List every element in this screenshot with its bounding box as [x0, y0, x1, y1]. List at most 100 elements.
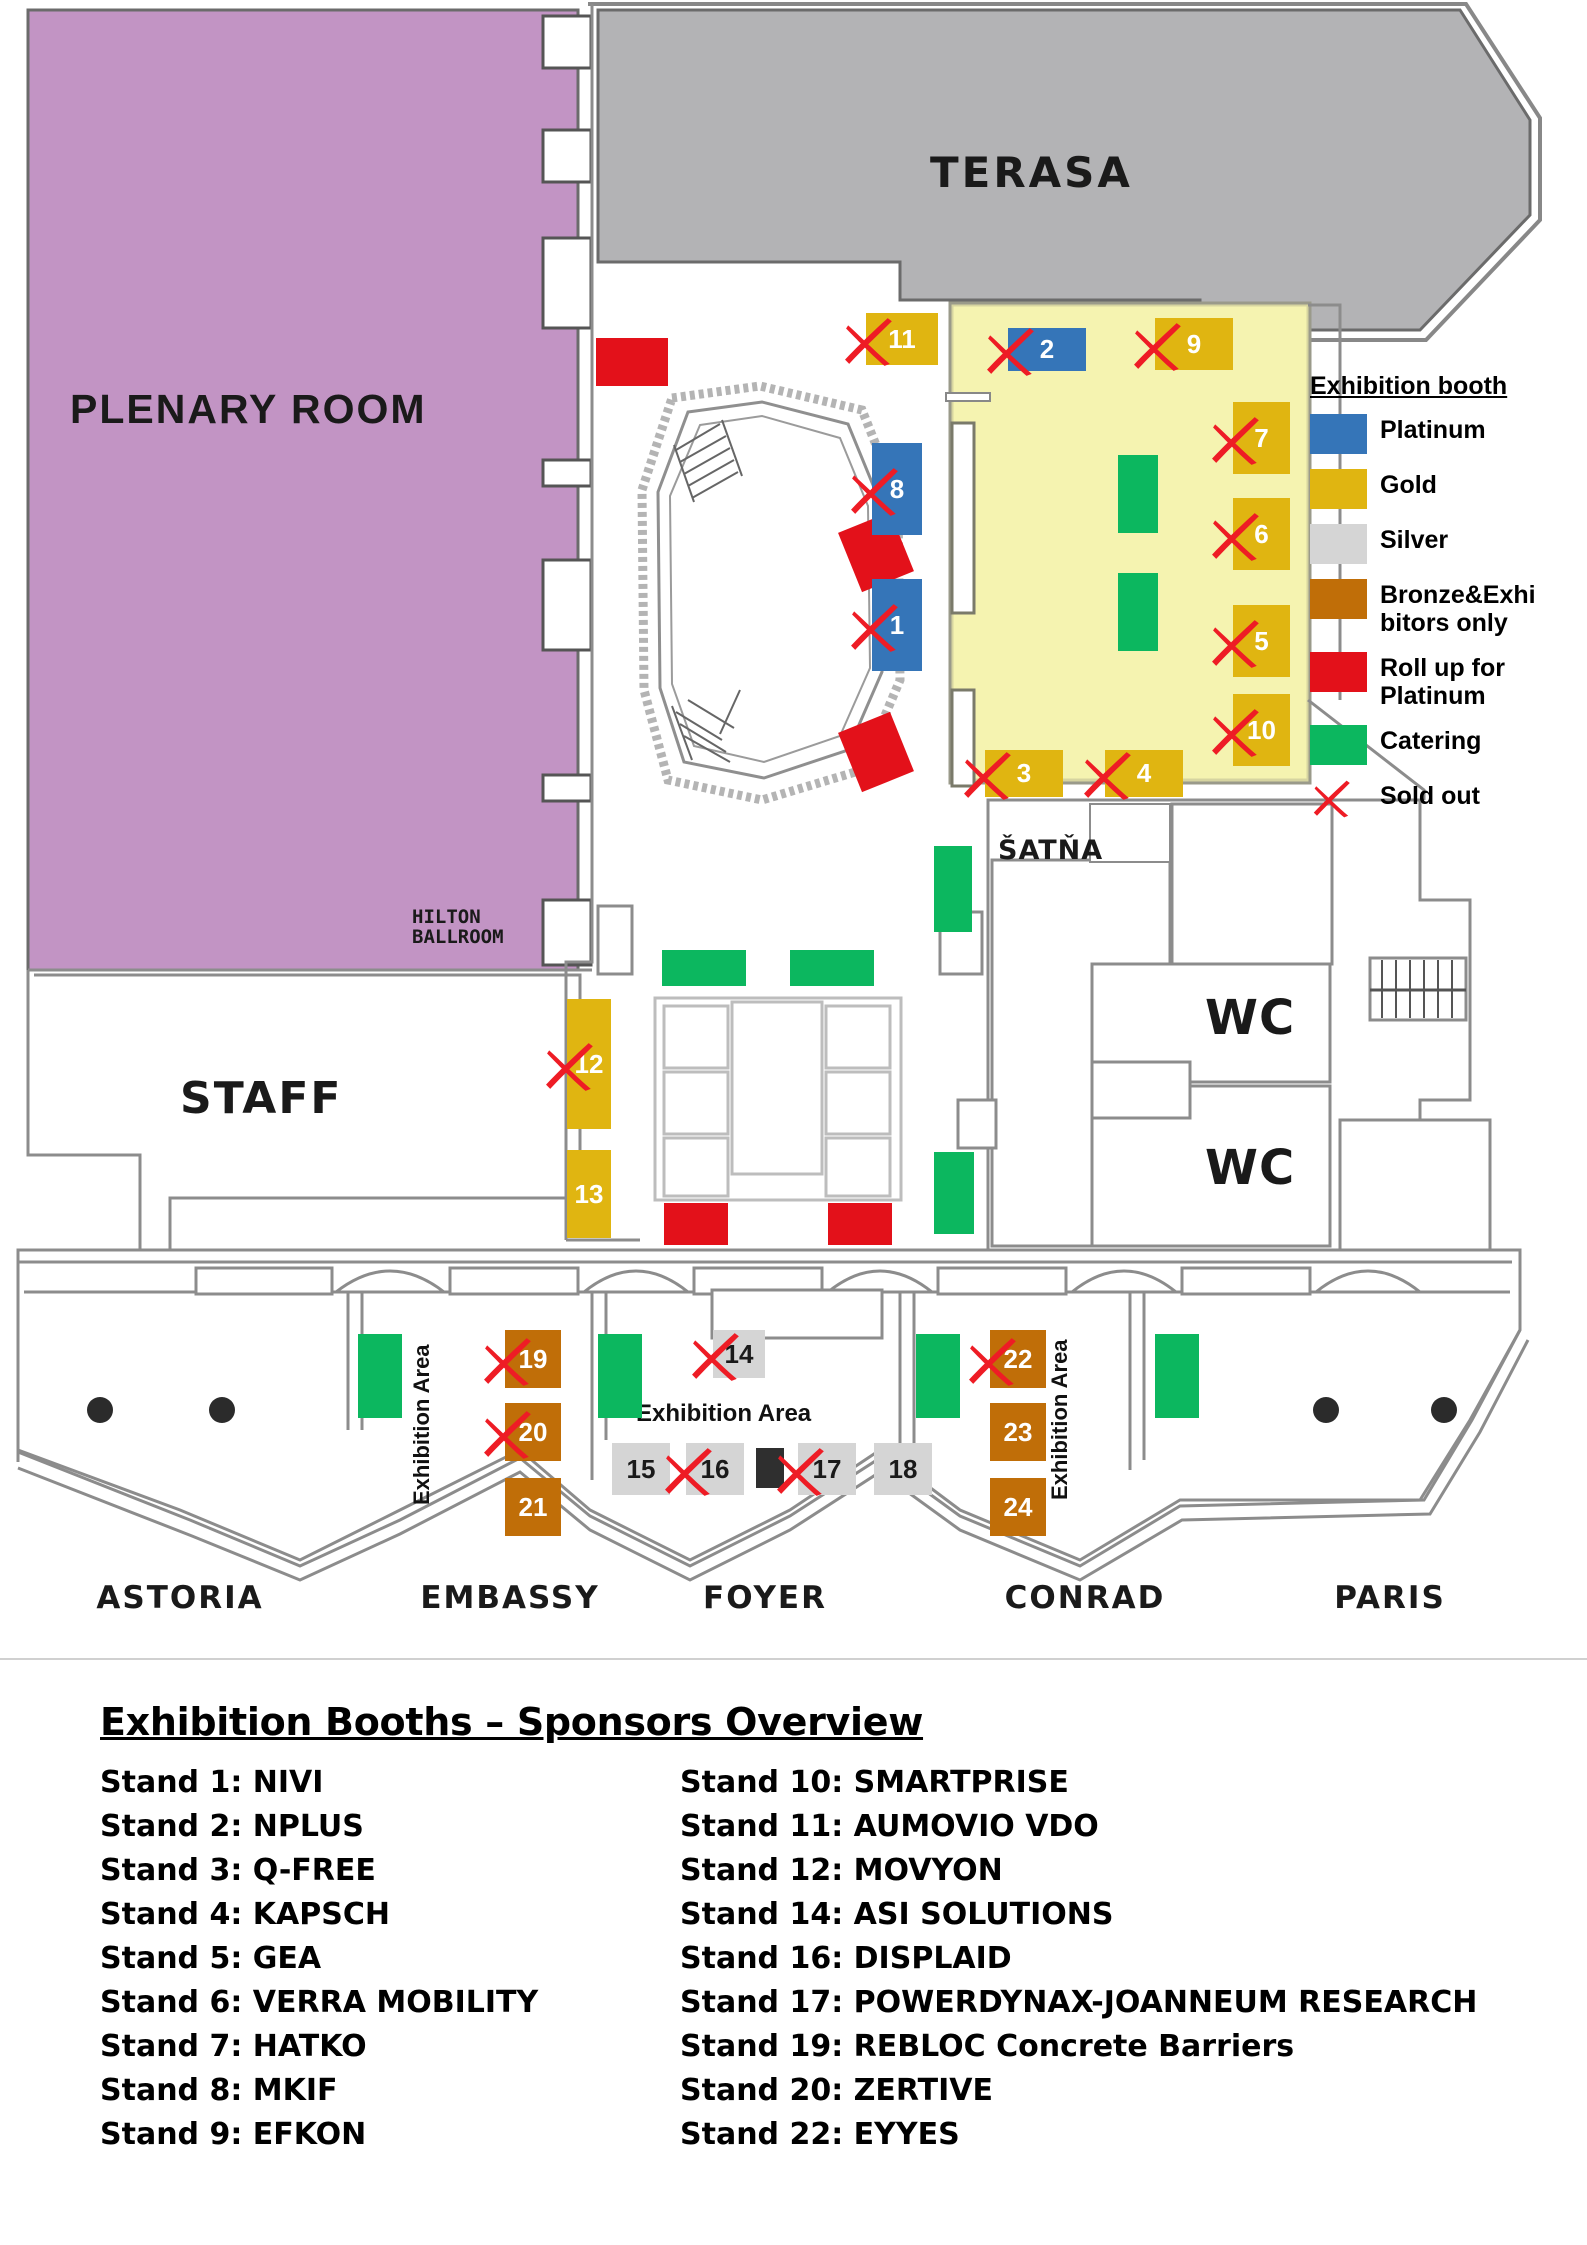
catering-block [934, 846, 972, 932]
sponsor-left-item: Stand 5: GEA [100, 1941, 322, 1976]
sponsor-right-item: Stand 17: POWERDYNAX-JOANNEUM RESEARCH [680, 1985, 1478, 2020]
sponsor-right-item: Stand 10: SMARTPRISE [680, 1765, 1069, 1800]
booth-22[interactable]: 22 [990, 1330, 1046, 1388]
legend-item-label: Catering [1380, 727, 1482, 755]
booth-16[interactable]: 16 [686, 1443, 744, 1495]
legend-item-label: Sold out [1380, 782, 1480, 810]
plenary-room-label: PLENARY ROOM [70, 386, 427, 432]
legend-color-swatch [1310, 579, 1367, 619]
column-markers [87, 1397, 1457, 1423]
booth-number-label: 14 [724, 1338, 754, 1369]
sponsor-right-item: Stand 14: ASI SOLUTIONS [680, 1897, 1114, 1932]
legend-color-swatch [1310, 652, 1367, 692]
terasa-shape [588, 2, 1542, 342]
booth-number-label: 6 [1254, 518, 1269, 549]
booth-20[interactable]: 20 [505, 1403, 561, 1461]
booth-3[interactable]: 3 [985, 750, 1063, 797]
booth-number-label: 12 [574, 1048, 604, 1079]
booth-1[interactable]: 1 [872, 579, 922, 671]
booth-number-label: 15 [626, 1453, 656, 1484]
booth-number-label: 2 [1039, 334, 1055, 364]
sponsors-overview-section: Exhibition Booths – Sponsors Overview St… [0, 1665, 1587, 2245]
booth-number-label: 10 [1247, 714, 1276, 745]
legend-item-sold-out: Sold out [1310, 779, 1580, 819]
room-label-foyer: FOYER [703, 1580, 827, 1616]
sponsor-right-item: Stand 16: DISPLAID [680, 1941, 1012, 1976]
sponsor-list-left-column: Stand 1: NIVI Stand 2: NPLUS Stand 3: Q-FR… [100, 1768, 640, 2164]
foyer-small-block [756, 1448, 784, 1488]
booth-21[interactable]: 21 [505, 1478, 561, 1536]
booth-8[interactable]: 8 [872, 443, 922, 535]
sponsor-left-item: Stand 2: NPLUS [100, 1809, 364, 1844]
legend-item-label: Bronze&Exhi bitors only [1380, 581, 1536, 637]
room-label-conrad: CONRAD [1004, 1580, 1166, 1616]
exhibition-area-label-conrad: Exhibition Area [1047, 1339, 1072, 1501]
booth-17[interactable]: 17 [798, 1443, 856, 1495]
booth-9[interactable]: 9 [1155, 318, 1233, 370]
booth-5[interactable]: 5 [1233, 605, 1290, 677]
sponsor-left-item: Stand 9: EFKON [100, 2117, 367, 2152]
terasa-label: TERASA [930, 148, 1133, 197]
booth-7[interactable]: 7 [1233, 402, 1290, 474]
sponsor-left-item: Stand 8: MKIF [100, 2073, 338, 2108]
catering-block [1155, 1334, 1199, 1418]
legend-color-swatch [1310, 414, 1367, 454]
rollup-banner-block [664, 1203, 728, 1245]
booth-2[interactable]: 2 [1008, 328, 1086, 371]
booth-14[interactable]: 14 [713, 1330, 765, 1378]
catering-block [790, 950, 874, 986]
booth-15[interactable]: 15 [612, 1443, 670, 1495]
booth-10[interactable]: 10 [1233, 694, 1290, 766]
booth-6[interactable]: 6 [1233, 498, 1290, 570]
legend-item-catering: Catering [1310, 724, 1580, 765]
booth-18[interactable]: 18 [874, 1443, 932, 1495]
sponsor-left-item: Stand 1: NIVI [100, 1765, 324, 1800]
sponsor-left-item: Stand 3: Q-FREE [100, 1853, 376, 1888]
booth-number-label: 21 [518, 1491, 548, 1522]
catering-block [662, 950, 746, 986]
booth-12[interactable]: 12 [567, 999, 611, 1129]
rollup-banner-block [828, 1203, 892, 1245]
hilton-ballroom-label: HILTON BALLROOM [412, 906, 504, 948]
booth-number-label: 23 [1003, 1416, 1033, 1447]
plenary-room-shape [26, 8, 593, 972]
legend-item-label: Roll up for Platinum [1380, 654, 1505, 710]
wc-upper-label: WC [1205, 990, 1296, 1046]
room-label-embassy: EMBASSY [420, 1580, 600, 1616]
legend-item-gold: Gold [1310, 468, 1580, 509]
legend-color-swatch [1310, 524, 1367, 564]
booth-19[interactable]: 19 [505, 1330, 561, 1388]
staff-area-label: STAFF [180, 1073, 343, 1124]
service-rooms [986, 798, 1492, 1252]
sponsor-left-item: Stand 6: VERRA MOBILITY [100, 1985, 539, 2020]
booth-number-label: 18 [888, 1453, 918, 1484]
booth-number-label: 24 [1003, 1491, 1033, 1522]
booth-number-label: 16 [700, 1453, 730, 1484]
booth-number-label: 20 [518, 1416, 548, 1447]
exhibition-area-label-foyer: Exhibition Area [636, 1400, 812, 1427]
booth-number-label: 9 [1186, 328, 1202, 359]
sponsor-left-item: Stand 7: HATKO [100, 2029, 367, 2064]
booth-4[interactable]: 4 [1105, 750, 1183, 797]
room-label-paris: PARIS [1334, 1580, 1446, 1616]
sponsor-left-item: Stand 4: KAPSCH [100, 1897, 390, 1932]
legend-title: Exhibition booth [1310, 372, 1508, 400]
section-divider [0, 1658, 1587, 1660]
side-rooms [596, 904, 998, 1150]
catering-block [358, 1334, 402, 1418]
sponsor-right-item: Stand 11: AUMOVIO VDO [680, 1809, 1099, 1844]
legend-item-platinum: Platinum [1310, 413, 1580, 454]
lower-wing-niches [194, 1266, 1312, 1340]
booth-11[interactable]: 11 [866, 313, 938, 365]
booth-13[interactable]: 13 [567, 1150, 611, 1238]
sponsor-list-right-column: Stand 10: SMARTPRISE Stand 11: AUMOVIO VD… [680, 1768, 1560, 2164]
sold-out-cross-icon [1310, 779, 1367, 819]
legend-color-swatch [1310, 469, 1367, 509]
legend-item-label: Gold [1380, 471, 1437, 499]
booth-23[interactable]: 23 [990, 1403, 1046, 1461]
booth-24[interactable]: 24 [990, 1478, 1046, 1536]
venue-floor-plan: PLENARY ROOM HILTON BALLROOM STAFF TERAS… [16, 2, 1542, 1616]
